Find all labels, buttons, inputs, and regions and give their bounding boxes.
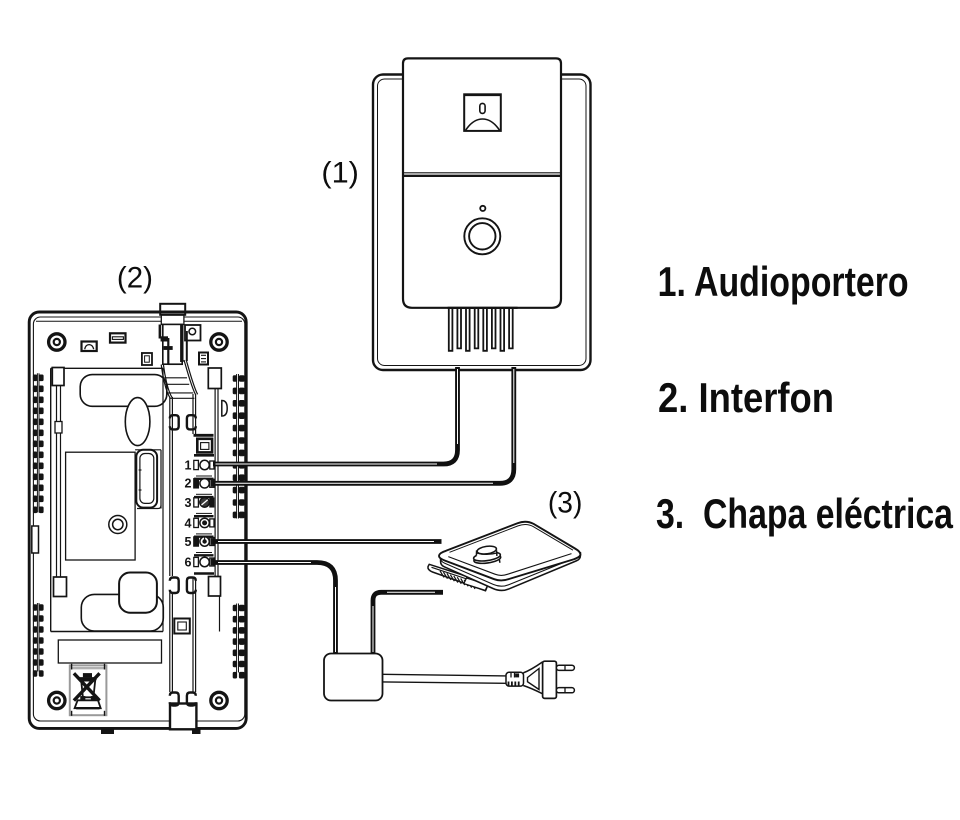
svg-text:(1): (1)	[321, 156, 359, 189]
svg-text:(2): (2)	[117, 262, 153, 295]
svg-text:6: 6	[185, 555, 192, 569]
svg-text:3. Chapa eléctrica: 3. Chapa eléctrica	[656, 491, 954, 537]
svg-text:2: 2	[185, 477, 192, 491]
svg-text:1. Audioportero: 1. Audioportero	[658, 259, 909, 305]
svg-text:4: 4	[185, 516, 192, 530]
svg-text:(3): (3)	[548, 487, 583, 520]
svg-text:2. Interfon: 2. Interfon	[658, 375, 834, 421]
svg-text:5: 5	[185, 535, 192, 549]
svg-text:1: 1	[185, 458, 192, 472]
svg-text:3: 3	[185, 496, 192, 510]
